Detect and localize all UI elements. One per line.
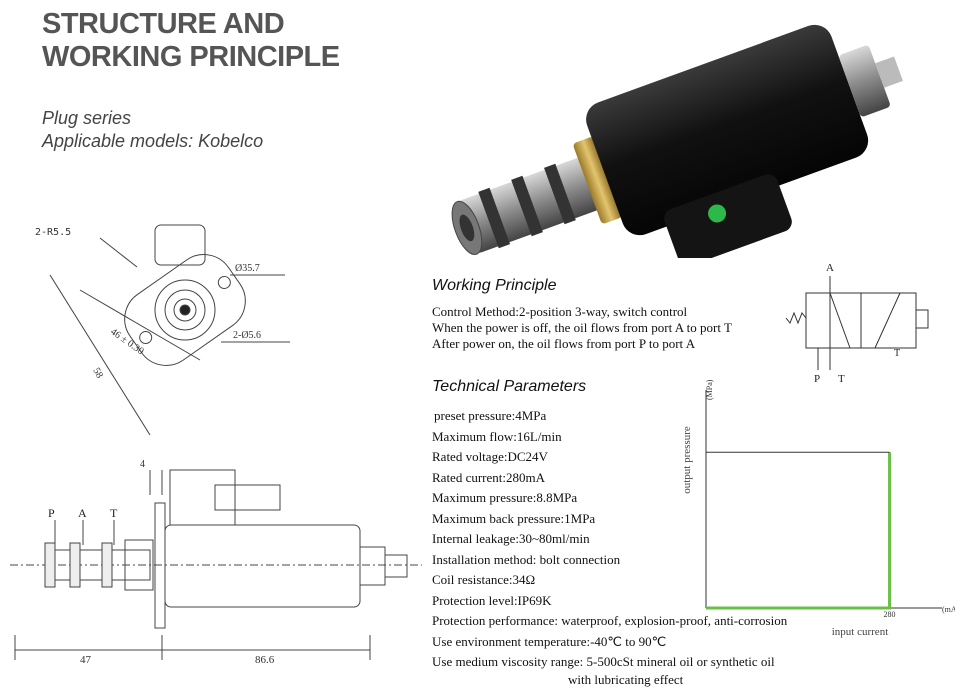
wp-line: Control Method:2-position 3-way, switch … — [432, 304, 688, 319]
tp-line: Rated voltage:DC24V — [432, 449, 548, 464]
x-unit-label: (mA) — [942, 605, 955, 614]
dim-hole-diameter: 2-Ø5.6 — [233, 330, 261, 341]
step-series-line — [706, 452, 892, 610]
wp-line: After power on, the oil flows from port … — [432, 336, 696, 351]
working-principle-text: Control Method:2-position 3-way, switch … — [432, 304, 732, 352]
tp-line: Protection performance: waterproof, expl… — [432, 613, 788, 628]
tp-line: Use medium viscosity range: 5-500cSt min… — [432, 654, 775, 669]
tp-line: Maximum pressure:8.8MPa — [432, 490, 578, 505]
dim-radius: 2-R5.5 — [35, 227, 71, 238]
wp-line: When the power is off, the oil flows fro… — [432, 320, 732, 335]
tp-line: with lubricating effect — [568, 671, 684, 687]
coil-body — [586, 24, 869, 236]
port-a-label: A — [78, 506, 87, 520]
working-principle-heading: Working Principle — [432, 277, 557, 294]
symbol-p: P — [814, 373, 820, 385]
subtitle-series: Plug series — [42, 108, 132, 128]
tp-line: Maximum back pressure:1MPa — [432, 510, 596, 526]
valve-schematic: A P T T — [785, 262, 929, 385]
tp-line: preset pressure:4MPa — [434, 408, 547, 423]
tp-line: Coil resistance:34Ω — [432, 572, 536, 587]
title-line-2: WORKING PRINCIPLE — [42, 41, 340, 73]
dim-4: 4 — [140, 459, 145, 470]
port-t-label: T — [110, 506, 118, 520]
y-unit-label: (MPa) — [705, 380, 714, 400]
port-p-label: P — [48, 506, 55, 520]
dim-86-6: 86.6 — [255, 654, 275, 666]
green-indicator — [708, 204, 727, 223]
subtitle-models: Applicable models: Kobelco — [42, 131, 264, 151]
tp-line: Use environment temperature:-40℃ to 90℃ — [432, 633, 667, 649]
pressure-current-chart: 280 (mA) input current (MPa) output pres… — [681, 380, 955, 638]
product-photo — [451, 24, 903, 258]
tech-params-list: preset pressure:4MPa Maximum flow:16L/mi… — [432, 406, 787, 687]
tp-line: Installation method: bolt connection — [432, 551, 621, 567]
top-view-drawing: 2-R5.5 Ø35.7 2-Ø5.6 46 ± 0.30 58 — [35, 224, 290, 436]
dim-58: 58 — [90, 366, 105, 380]
side-view-drawing: 4 P A T 47 86.6 — [10, 459, 422, 666]
tp-line: Rated current:280mA — [432, 469, 545, 485]
tp-line: Maximum flow:16L/min — [432, 428, 562, 444]
x-tick-label: 280 — [884, 610, 896, 619]
title-line-1: STRUCTURE AND — [42, 8, 285, 40]
x-axis-label: input current — [832, 626, 889, 638]
tp-line: Protection level:IP69K — [432, 592, 552, 608]
y-axis-label: output pressure — [681, 426, 693, 494]
symbol-t: T — [838, 373, 845, 385]
dim-47: 47 — [80, 654, 92, 666]
dim-center-diameter: Ø35.7 — [235, 263, 260, 274]
symbol-t2: T — [894, 348, 900, 359]
tp-line: Internal leakage:30~80ml/min — [432, 531, 590, 546]
page-title: STRUCTURE AND WORKING PRINCIPLE — [42, 8, 340, 74]
tech-params-heading: Technical Parameters — [432, 378, 587, 395]
symbol-a: A — [826, 262, 834, 274]
end-nut — [839, 45, 890, 117]
plug-connector — [664, 174, 792, 258]
brass-ring — [573, 137, 622, 224]
